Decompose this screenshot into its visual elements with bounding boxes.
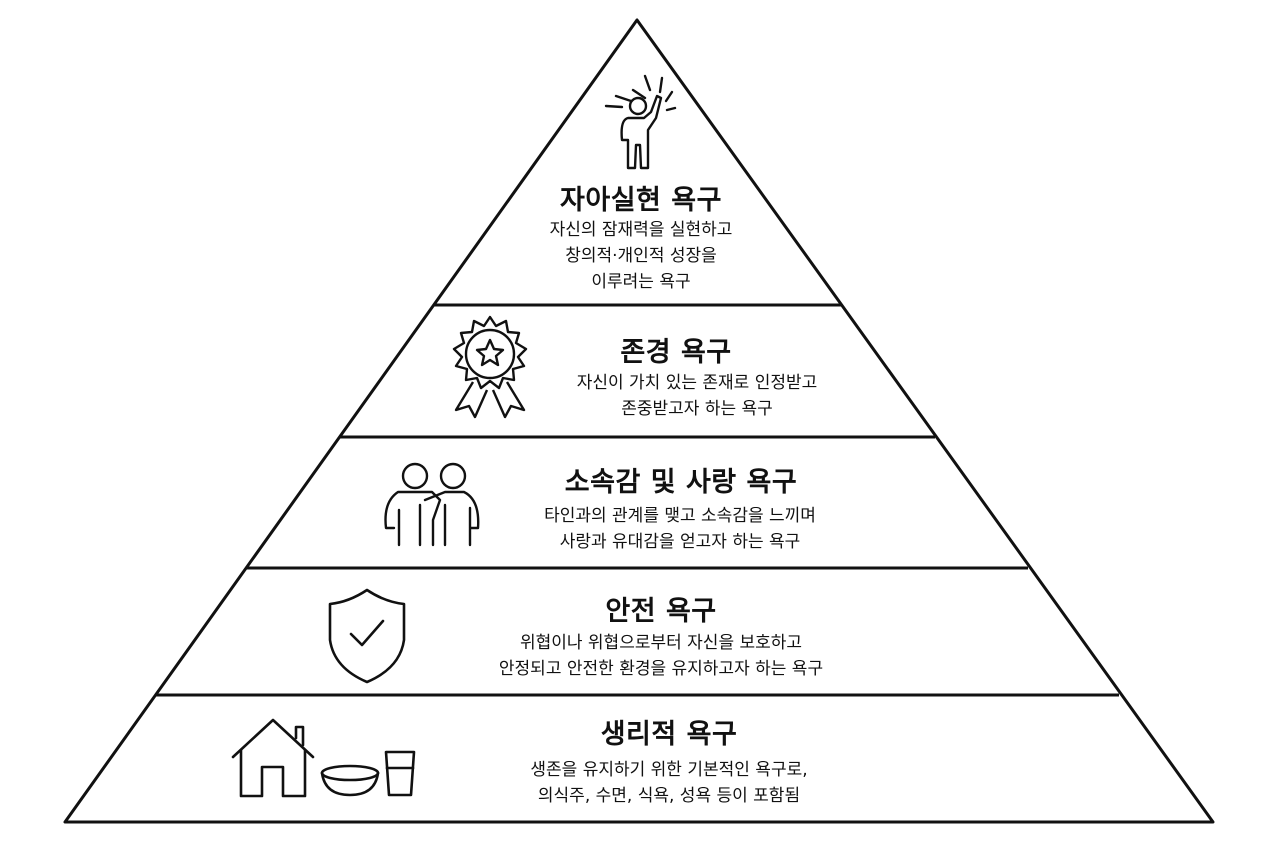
desc-line: 창의적·개인적 성장을 [565,246,717,266]
pyramid-outline [63,18,1215,824]
desc-line: 타인과의 관계를 맺고 소속감을 느끼며 [544,506,816,526]
desc-line: 존중받고자 하는 욕구 [621,399,773,419]
level-title-safety: 안전 욕구 [605,596,717,627]
desc-line: 사랑과 유대감을 얻고자 하는 욕구 [559,532,801,552]
level-desc-safety: 위협이나 위협으로부터 자신을 보호하고 안정되고 안전한 환경을 유지하고자 … [499,630,823,682]
level-title-esteem: 존경 욕구 [620,337,732,368]
desc-line: 자신의 잠재력을 실현하고 [549,220,733,240]
level-title-belonging: 소속감 및 사랑 욕구 [564,467,798,498]
shield-check-icon [328,588,406,684]
level-desc-belonging: 타인과의 관계를 맺고 소속감을 느끼며 사랑과 유대감을 얻고자 하는 욕구 [544,503,816,555]
level-desc-esteem: 자신이 가치 있는 존재로 인정받고 존중받고자 하는 욕구 [577,370,818,422]
award-ribbon-icon [452,315,528,419]
desc-line: 위협이나 위협으로부터 자신을 보호하고 [519,633,803,653]
level-desc-physiological: 생존을 유지하기 위한 기본적인 욕구로, 의식주, 수면, 식욕, 성욕 등이… [530,757,807,809]
achiever-person-icon [604,74,677,170]
two-people-icon [384,462,480,547]
desc-line: 생존을 유지하기 위한 기본적인 욕구로, [530,760,808,780]
level-title-physiological: 생리적 욕구 [600,719,738,750]
level-title-self-actualization: 자아실현 욕구 [560,185,722,216]
desc-line: 자신이 가치 있는 존재로 인정받고 [576,373,818,393]
level-desc-self-actualization: 자신의 잠재력을 실현하고 창의적·개인적 성장을 이루려는 욕구 [550,217,733,295]
desc-line: 이루려는 욕구 [591,272,691,292]
desc-line: 안정되고 안전한 환경을 유지하고자 하는 욕구 [498,659,824,679]
desc-line: 의식주, 수면, 식욕, 성욕 등이 포함됨 [537,786,801,806]
house-bowl-cup-icon [231,718,416,798]
